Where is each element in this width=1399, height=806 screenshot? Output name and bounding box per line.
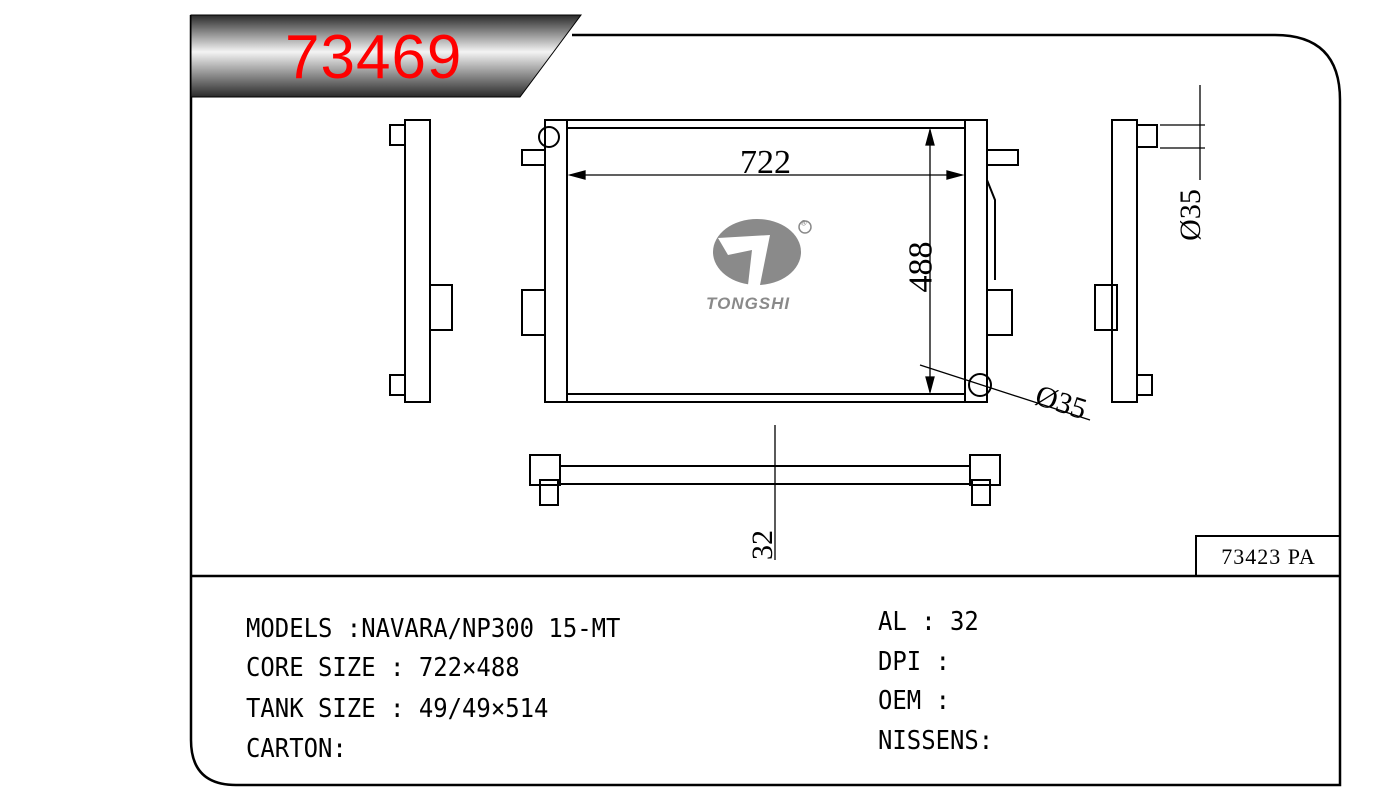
spec-value: NAVARA/NP300 15-MT	[361, 614, 621, 644]
spec-label: MODELS :	[246, 614, 362, 644]
spec-nissens: NISSENS:	[878, 728, 993, 754]
tongshi-logo	[713, 219, 812, 285]
radiator-side-view-left	[389, 119, 453, 403]
radiator-top-view	[529, 454, 1001, 506]
spec-label: TANK SIZE :	[246, 694, 419, 724]
spec-label: AL :	[878, 607, 951, 637]
inlet-diameter: Ø35	[1173, 189, 1207, 241]
spec-value: 49/49×514	[418, 694, 549, 724]
spec-label: OEM :	[878, 686, 965, 716]
spec-dpi: DPI :	[878, 649, 964, 675]
title-band	[190, 14, 582, 98]
spec-label: CORE SIZE :	[246, 653, 419, 683]
spec-label: NISSENS:	[878, 726, 994, 756]
spec-label: CARTON:	[246, 734, 347, 764]
spec-tank-size: TANK SIZE : 49/49×514	[246, 696, 548, 722]
outlet-circle	[968, 373, 992, 397]
spec-carton: CARTON:	[246, 736, 347, 762]
spec-oem: OEM :	[878, 688, 964, 714]
reference-box: 73423 PA	[1195, 535, 1340, 577]
height-dimension: 488	[902, 241, 940, 293]
spec-label: DPI :	[878, 647, 965, 677]
reference-number: 73423 PA	[1221, 544, 1316, 569]
thickness-dimension: 32	[746, 530, 779, 560]
spec-core-size: CORE SIZE : 722×488	[246, 655, 520, 681]
registered-mark: ®	[801, 219, 807, 229]
width-dimension: 722	[740, 144, 791, 181]
spec-value: 32	[950, 607, 979, 637]
dimension-lines	[567, 85, 1205, 560]
logo-text: TONGSHI	[706, 294, 791, 313]
part-number: 73469	[285, 23, 463, 92]
radiator-side-view-right	[1094, 119, 1158, 403]
spec-models: MODELS :NAVARA/NP300 15-MT	[246, 616, 620, 642]
sheet-frame	[189, 15, 1342, 787]
spec-value: 722×488	[418, 653, 520, 683]
spec-al: AL : 32	[878, 609, 979, 635]
radiator-front-view	[521, 119, 1019, 403]
